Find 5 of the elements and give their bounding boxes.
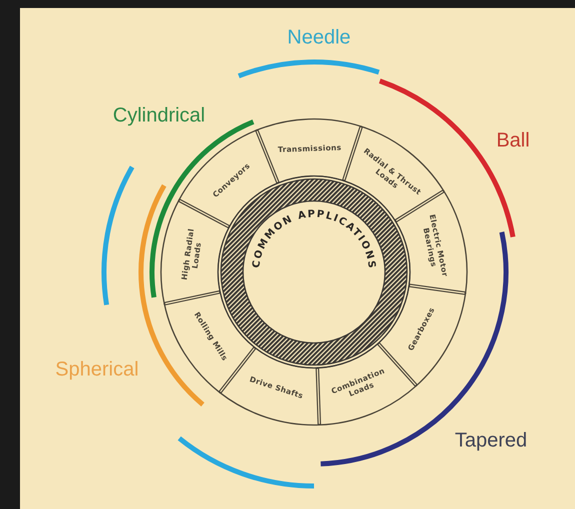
bearing-type-label: Tapered [454,430,528,452]
bearing-type-label: Cylindrical [112,104,206,128]
bearing-type-label: Needle [287,26,351,50]
bearing-type-label: Ball [496,130,530,152]
bearing-type-label: Spherical [55,358,139,382]
